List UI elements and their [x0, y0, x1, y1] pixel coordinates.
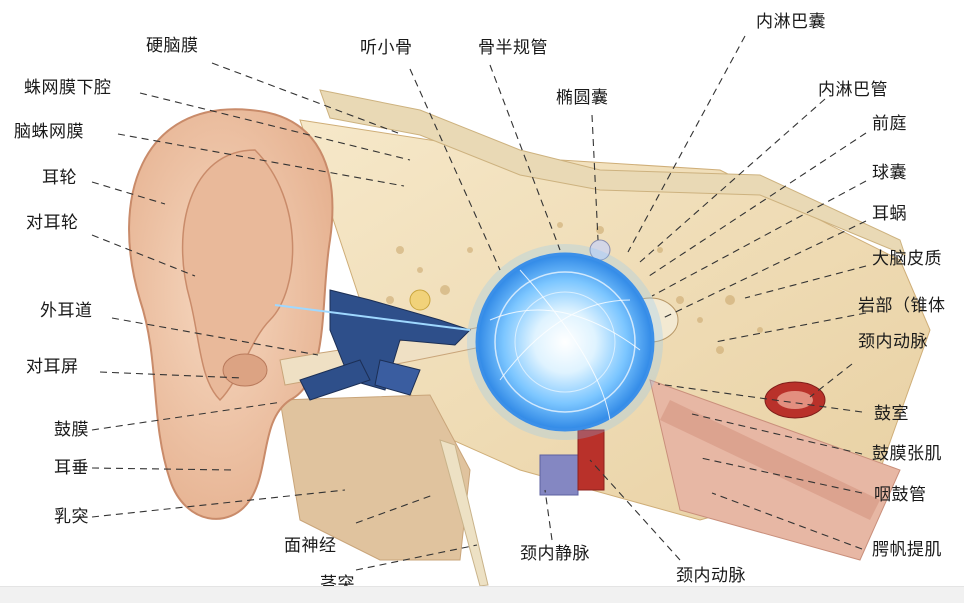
label-internal-carotid-bottom: 颈内动脉	[676, 566, 746, 586]
label-arachnoid: 脑蛛网膜	[14, 122, 84, 142]
label-subarachnoid-space: 蛛网膜下腔	[24, 78, 112, 98]
energy-orb	[467, 244, 663, 440]
label-earlobe: 耳垂	[54, 458, 89, 478]
ninja-figure	[274, 289, 471, 401]
label-internal-carotid-right: 颈内动脉	[858, 332, 928, 352]
label-external-canal: 外耳道	[40, 301, 93, 321]
label-eustachian-tube: 咽鼓管	[874, 485, 927, 505]
label-mastoid: 乳突	[54, 507, 89, 527]
label-petrous-part: 岩部（锥体	[858, 296, 946, 316]
label-saccule: 球囊	[872, 163, 907, 183]
label-facial-nerve: 面神经	[284, 536, 337, 556]
label-internal-jugular-vein: 颈内静脉	[520, 544, 590, 564]
label-tensor-veli-palatini: 腭帆提肌	[872, 540, 942, 560]
bottom-bar	[0, 586, 964, 603]
label-utricle: 椭圆囊	[556, 88, 609, 108]
lower-structures	[279, 379, 901, 587]
label-cochlea: 耳蜗	[872, 204, 907, 224]
label-antihelix: 对耳轮	[26, 213, 79, 233]
label-eardrum: 鼓膜	[54, 420, 89, 440]
label-endolymphatic-sac: 内淋巴囊	[756, 12, 826, 32]
label-antitragus: 对耳屏	[26, 357, 79, 377]
label-tensor-tympani: 鼓膜张肌	[872, 444, 942, 464]
label-endolymphatic-duct: 内淋巴管	[818, 80, 888, 100]
label-semicircular-canals: 骨半规管	[478, 38, 548, 58]
label-dura-mater: 硬脑膜	[146, 36, 199, 56]
label-cerebral-cortex: 大脑皮质	[872, 249, 942, 269]
leader-lines	[91, 35, 867, 571]
label-helix: 耳轮	[42, 168, 77, 188]
label-ossicles: 听小骨	[360, 38, 413, 58]
label-vestibule: 前庭	[872, 114, 907, 134]
label-tympanic-cavity: 鼓室	[874, 404, 909, 424]
